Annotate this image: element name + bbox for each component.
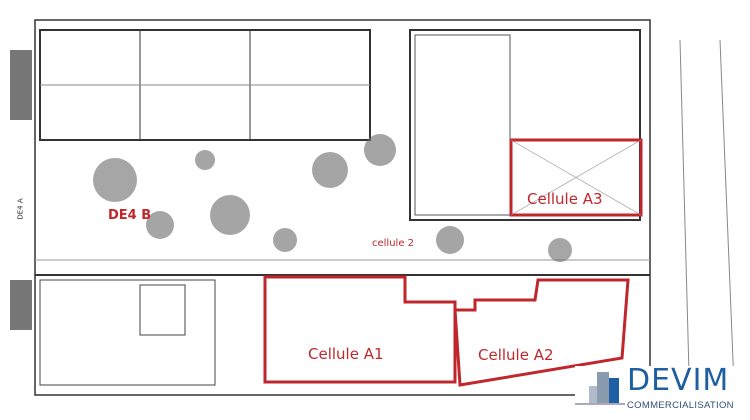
building-icon <box>575 372 625 405</box>
label-de4b: DE4 B <box>108 208 152 223</box>
label-cellule-a2: Cellule A2 <box>478 346 554 364</box>
devim-logo: DEVIM COMMERCIALISATION <box>575 366 747 414</box>
label-de4a: DE4 A <box>16 198 25 220</box>
label-cellule-a1: Cellule A1 <box>308 345 384 363</box>
label-cellule-a3: Cellule A3 <box>527 190 603 208</box>
label-cellule-2: cellule 2 <box>372 238 415 249</box>
logo-tagline: COMMERCIALISATION <box>627 400 734 411</box>
logo-name: DEVIM <box>627 363 730 398</box>
